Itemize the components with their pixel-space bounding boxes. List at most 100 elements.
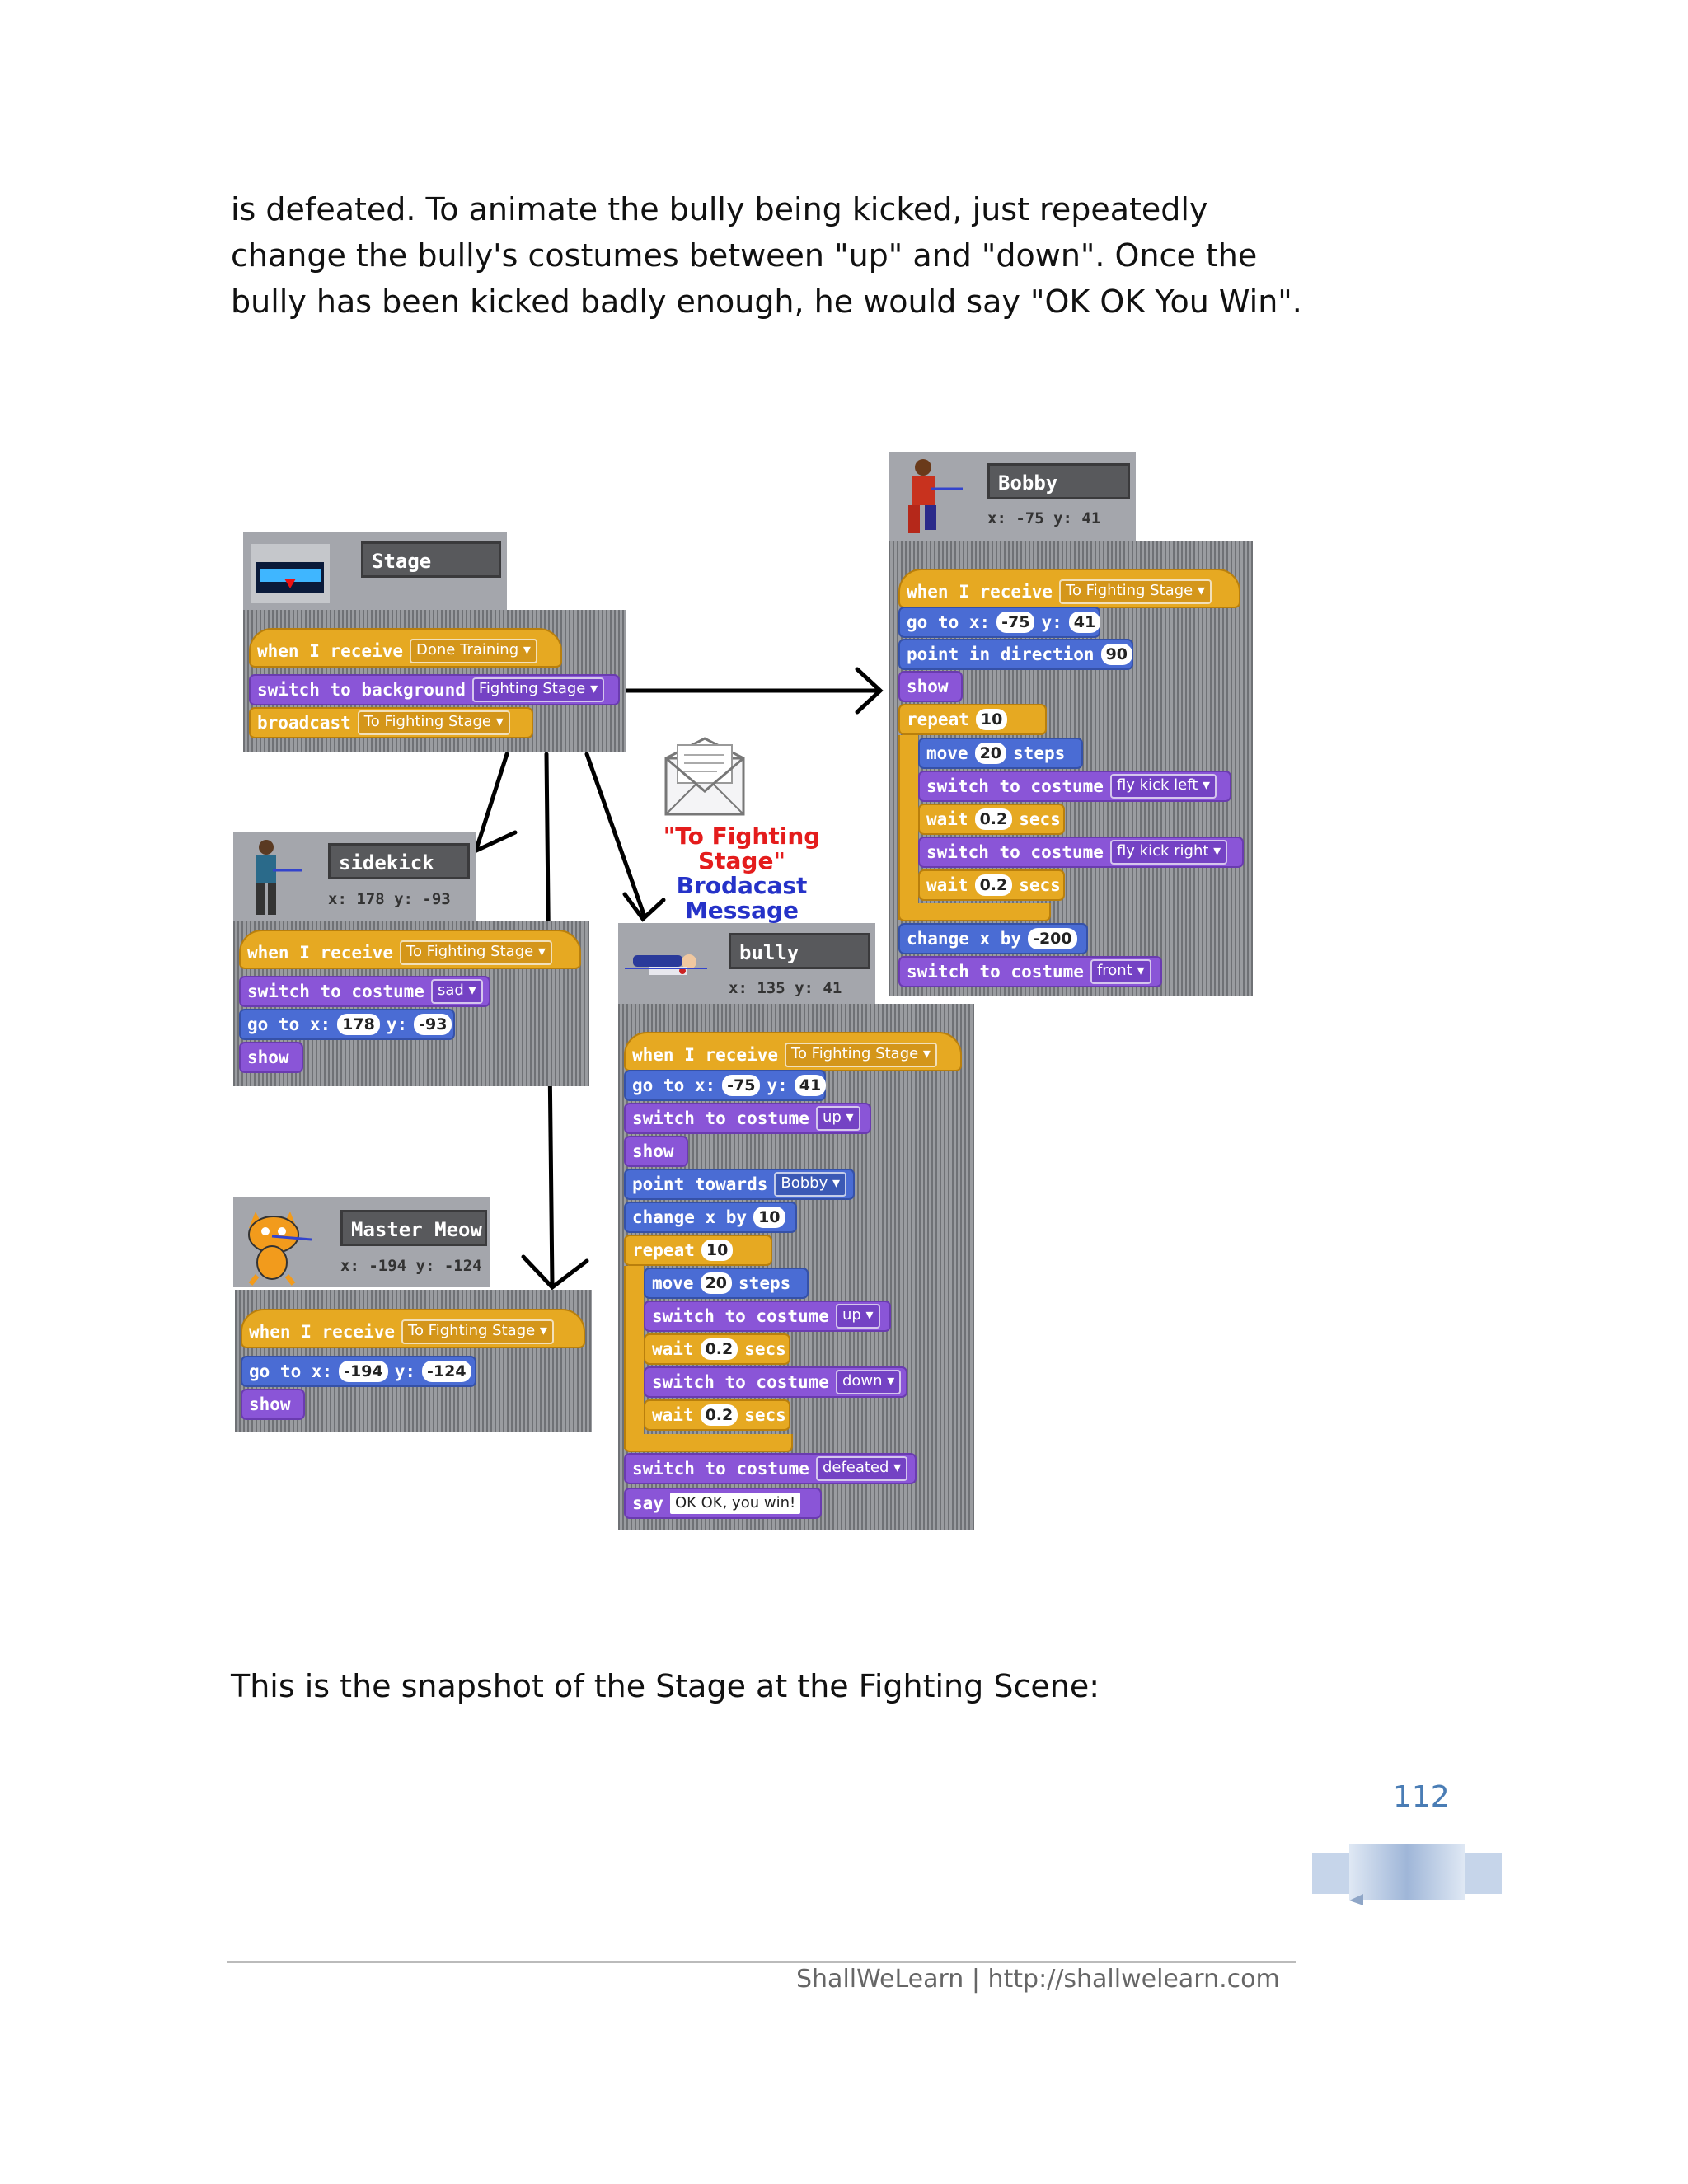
bully-switch-costume-block[interactable]: switch to costume defeated — [624, 1453, 917, 1484]
stage-broadcast-block[interactable]: broadcast To Fighting Stage — [249, 707, 533, 738]
bobby-point-direction-block[interactable]: point in direction 90 — [898, 639, 1133, 670]
steps-input[interactable]: 20 — [974, 743, 1007, 764]
page-number: 112 — [1393, 1780, 1450, 1814]
bully-say-block[interactable]: say OK OK, you win! — [624, 1488, 822, 1519]
bully-move-block[interactable]: move 20 steps — [644, 1268, 809, 1299]
bobby-switch-costume-block[interactable]: switch to costume front — [898, 956, 1162, 987]
bully-switch-costume-block[interactable]: switch to costume down — [644, 1366, 907, 1398]
repeat-count-input[interactable]: 10 — [975, 709, 1008, 730]
block-label: switch to costume — [247, 982, 424, 1001]
bobby-move-block[interactable]: move 20 steps — [918, 738, 1083, 769]
stage-name-field[interactable]: Stage — [361, 541, 501, 578]
costume-dropdown[interactable]: sad — [430, 979, 483, 1004]
message-dropdown[interactable]: To Fighting Stage — [785, 1043, 937, 1067]
stage-when-i-receive-block[interactable]: when I receive Done Training — [249, 628, 562, 668]
bully-wait-block[interactable]: wait 0.2 secs — [644, 1399, 790, 1431]
bobby-repeat-body — [898, 735, 918, 920]
message-dropdown[interactable]: To Fighting Stage — [401, 1319, 554, 1344]
bully-show-block[interactable]: show — [624, 1136, 688, 1167]
bully-when-i-receive-block[interactable]: when I receive To Fighting Stage — [624, 1032, 962, 1071]
block-label: wait — [926, 809, 968, 829]
block-label: wait — [926, 875, 968, 895]
costume-dropdown[interactable]: up — [835, 1304, 880, 1329]
background-dropdown[interactable]: Fighting Stage — [471, 677, 605, 702]
broadcast-dropdown[interactable]: To Fighting Stage — [357, 710, 510, 735]
y-input[interactable]: -93 — [414, 1014, 452, 1035]
y-input[interactable]: 41 — [794, 1075, 827, 1096]
bully-repeat-block[interactable]: repeat 10 — [624, 1235, 772, 1266]
sidekick-name-field[interactable]: sidekick — [328, 843, 470, 879]
sidekick-go-to-block[interactable]: go to x: 178 y: -93 — [239, 1009, 455, 1040]
block-label: say — [632, 1493, 663, 1513]
costume-dropdown[interactable]: front — [1090, 959, 1151, 984]
x-input[interactable]: -75 — [996, 612, 1035, 633]
arrow-to-bobby — [622, 667, 884, 715]
wait-input[interactable]: 0.2 — [700, 1338, 738, 1360]
master-meow-go-to-block[interactable]: go to x: -194 y: -124 — [241, 1356, 476, 1387]
change-x-input[interactable]: 10 — [753, 1207, 785, 1228]
costume-dropdown[interactable]: up — [815, 1106, 860, 1131]
sidekick-switch-costume-block[interactable]: switch to costume sad — [239, 976, 490, 1007]
bobby-name-field[interactable]: Bobby — [987, 463, 1130, 499]
block-suffix: secs — [1019, 875, 1061, 895]
bully-go-to-block[interactable]: go to x: -75 y: 41 — [624, 1070, 827, 1101]
change-x-input[interactable]: -200 — [1028, 928, 1077, 949]
message-dropdown[interactable]: To Fighting Stage — [400, 940, 552, 965]
bully-sprite-icon — [625, 954, 707, 975]
bobby-change-x-block[interactable]: change x by -200 — [898, 923, 1088, 954]
bobby-show-block[interactable]: show — [898, 671, 963, 702]
master-meow-name-field[interactable]: Master Meow — [340, 1210, 487, 1246]
intro-paragraph: is defeated. To animate the bully being … — [231, 191, 1302, 320]
bobby-when-i-receive-block[interactable]: when I receive To Fighting Stage — [898, 569, 1240, 608]
wait-input[interactable]: 0.2 — [974, 808, 1013, 830]
direction-input[interactable]: 90 — [1100, 644, 1133, 665]
y-label: y: — [394, 1361, 415, 1381]
block-label: go to x: — [632, 1076, 716, 1095]
master-meow-show-block[interactable]: show — [241, 1389, 305, 1420]
sidekick-show-block[interactable]: show — [239, 1042, 303, 1073]
bobby-wait-block[interactable]: wait 0.2 secs — [918, 804, 1065, 835]
block-label: change x by — [907, 929, 1022, 949]
bobby-switch-costume-block[interactable]: switch to costume fly kick right — [918, 837, 1244, 868]
say-text-input[interactable]: OK OK, you win! — [669, 1493, 801, 1514]
master-meow-when-i-receive-block[interactable]: when I receive To Fighting Stage — [241, 1309, 585, 1348]
block-label: wait — [652, 1339, 694, 1359]
costume-dropdown[interactable]: fly kick right — [1109, 840, 1228, 865]
sidekick-when-i-receive-block[interactable]: when I receive To Fighting Stage — [239, 930, 581, 969]
block-label: go to x: — [247, 1015, 331, 1034]
x-input[interactable]: -75 — [722, 1075, 761, 1096]
block-label: show — [247, 1047, 289, 1067]
bobby-wait-block[interactable]: wait 0.2 secs — [918, 869, 1065, 901]
bobby-repeat-block[interactable]: repeat 10 — [898, 704, 1047, 735]
master-meow-coords: x: -194 y: -124 — [340, 1257, 482, 1275]
bully-wait-block[interactable]: wait 0.2 secs — [644, 1333, 790, 1365]
bobby-go-to-block[interactable]: go to x: -75 y: 41 — [898, 607, 1101, 638]
stage-switch-background-block[interactable]: switch to background Fighting Stage — [249, 674, 620, 705]
block-label: when I receive — [907, 582, 1053, 602]
block-label: show — [632, 1141, 674, 1161]
steps-input[interactable]: 20 — [700, 1272, 733, 1294]
bully-change-x-block[interactable]: change x by 10 — [624, 1202, 797, 1233]
bobby-switch-costume-block[interactable]: switch to costume fly kick left — [918, 771, 1231, 802]
costume-dropdown[interactable]: defeated — [815, 1456, 908, 1481]
wait-input[interactable]: 0.2 — [700, 1404, 738, 1426]
bully-point-towards-block[interactable]: point towards Bobby — [624, 1169, 855, 1200]
x-input[interactable]: -194 — [339, 1361, 388, 1382]
y-label: y: — [1041, 612, 1062, 632]
message-dropdown[interactable]: To Fighting Stage — [1059, 579, 1212, 604]
block-label: switch to costume — [632, 1459, 809, 1479]
bully-switch-costume-block[interactable]: switch to costume up — [644, 1301, 891, 1332]
footer-rule — [227, 1961, 1296, 1963]
costume-dropdown[interactable]: down — [835, 1370, 902, 1394]
message-dropdown[interactable]: Done Training — [410, 639, 537, 663]
wait-input[interactable]: 0.2 — [974, 874, 1013, 896]
y-input[interactable]: -124 — [422, 1361, 471, 1382]
bully-name-field[interactable]: bully — [729, 933, 870, 969]
costume-dropdown[interactable]: fly kick left — [1109, 774, 1217, 799]
block-label: when I receive — [632, 1045, 779, 1065]
x-input[interactable]: 178 — [337, 1014, 380, 1035]
bully-switch-costume-block[interactable]: switch to costume up — [624, 1103, 871, 1134]
target-dropdown[interactable]: Bobby — [774, 1172, 847, 1197]
repeat-count-input[interactable]: 10 — [701, 1240, 734, 1261]
y-input[interactable]: 41 — [1068, 612, 1101, 633]
